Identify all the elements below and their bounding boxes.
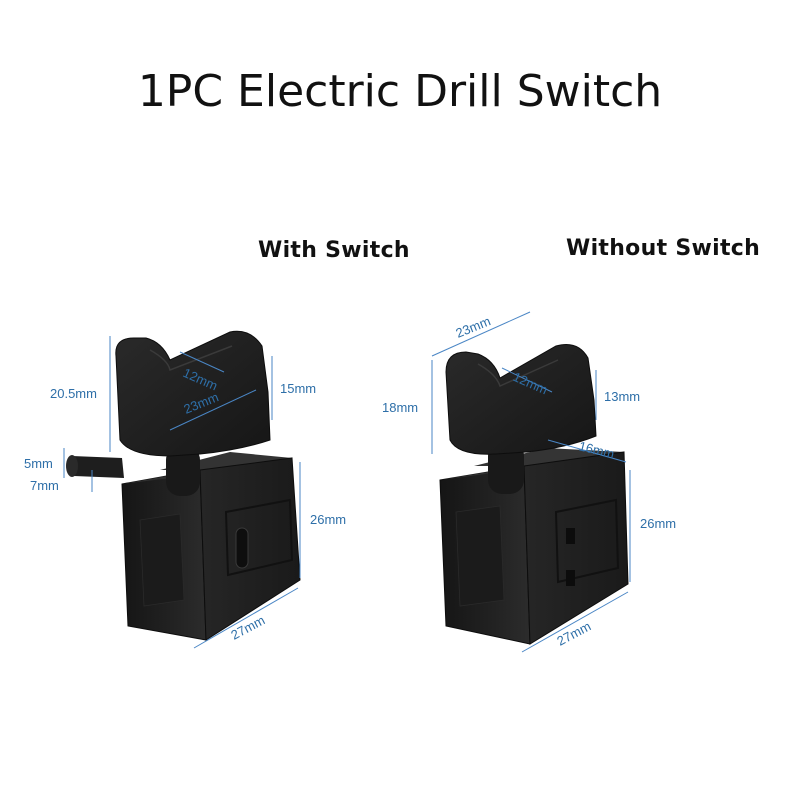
dim-lock-pin-width: 5mm <box>24 456 53 471</box>
dimension-lines-without <box>431 311 631 653</box>
page-title: 1PC Electric Drill Switch <box>137 66 663 117</box>
switch-with-lock <box>66 330 301 641</box>
dim-body-height-without: 26mm <box>640 516 676 531</box>
dim-overall-height-with: 20.5mm <box>50 386 97 401</box>
dim-lock-pin-length: 7mm <box>30 478 59 493</box>
switch-without-lock <box>439 344 629 645</box>
dim-trigger-height-with: 15mm <box>280 381 316 396</box>
dimension-lines-with <box>63 336 301 649</box>
dim-trigger-width-without: 23mm <box>454 313 493 340</box>
dim-trigger-height-without: 13mm <box>604 389 640 404</box>
without-switch-label: Without Switch <box>566 236 761 261</box>
dim-body-height-with: 26mm <box>310 512 346 527</box>
dim-overall-height-without: 18mm <box>382 400 418 415</box>
with-switch-label: With Switch <box>258 238 410 263</box>
